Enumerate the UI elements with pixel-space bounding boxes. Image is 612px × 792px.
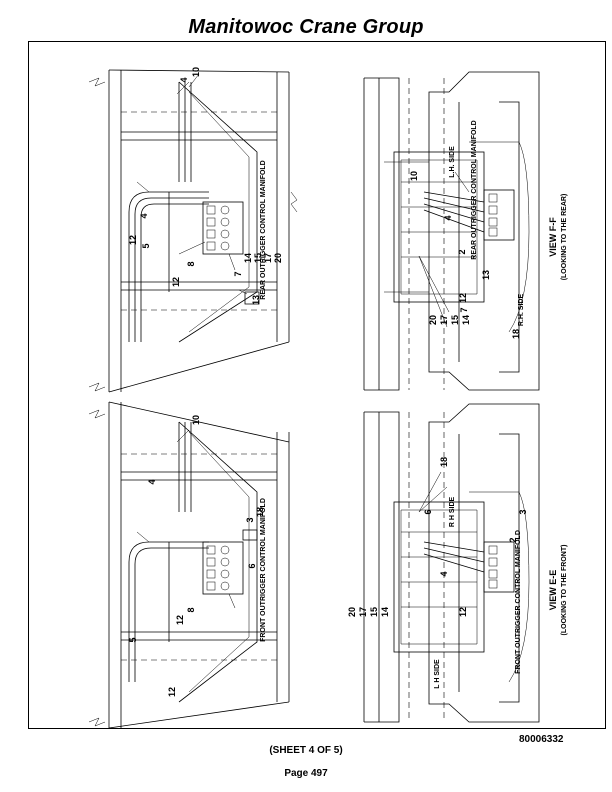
callout-10-ff: 10 [409,171,419,181]
callout-5-rear: 5 [141,243,151,248]
hydraulic-schematic-drawing: 4 10 4 12 5 12 8 7 14 15 17 20 13 REAR O… [88,67,568,728]
front-manifold-label-ee: FRONT OUTRIGGER CONTROL MANIFOLD [515,530,522,674]
callout-10-rear-top: 10 [191,67,201,77]
callout-14-ff: 14 [461,315,471,325]
callout-18-ee: 18 [439,457,449,467]
page-number: Page 497 [284,768,328,779]
document-number: 80006332 [519,734,564,745]
sheet-indicator: (SHEET 4 OF 5) [269,745,343,756]
view-ee [363,403,540,723]
callout-7-ff: 7 [459,307,469,312]
callout-15-ff: 15 [450,315,460,325]
callout-4-front: 4 [147,479,157,484]
rear-manifold-label-ff: REAR OUTRIGGER CONTROL MANIFOLD [471,120,478,259]
callout-4-rear-top: 4 [179,77,189,82]
view-ee-title: VIEW E-E [548,570,558,611]
callout-12-ff: 12 [458,293,468,303]
front-plan-view [88,401,290,728]
lh-side-label-ee: L H SIDE [434,659,441,689]
callout-12-front-b: 12 [167,687,177,697]
callout-20-rear: 20 [273,253,283,263]
callout-7-rear: 7 [233,271,243,276]
callout-3-ee: 3 [518,509,528,514]
callout-14-ee: 14 [380,607,390,617]
callout-20-ee: 20 [347,607,357,617]
rh-side-label-ff: R.H. SIDE [518,294,525,327]
callout-13-rear: 13 [251,295,261,305]
lh-side-label-ff: L.H. SIDE [449,146,456,178]
callout-18-front: 18 [255,507,265,517]
view-ff-subtitle: (LOOKING TO THE REAR) [561,194,568,281]
callout-12-ee: 12 [458,607,468,617]
callout-8-rear: 8 [186,261,196,266]
callout-15-ee: 15 [369,607,379,617]
view-ff-title: VIEW F-F [548,217,558,257]
page-header-title: Manitowoc Crane Group [188,16,424,38]
front-manifold-label: FRONT OUTRIGGER CONTROL MANIFOLD [260,498,267,642]
callout-2-ee: 2 [508,537,518,542]
callout-13-ff: 13 [481,270,491,280]
callout-3-front: 3 [245,517,255,522]
callout-10-front: 10 [191,415,201,425]
callout-8-front: 8 [186,607,196,612]
view-ee-subtitle: (LOOKING TO THE FRONT) [561,545,568,636]
callout-17-ee: 17 [358,607,368,617]
callout-12-rear-a: 12 [128,235,138,245]
callout-14-rear: 14 [243,253,253,263]
rear-manifold-label: REAR OUTRIGGER CONTROL MANIFOLD [260,160,267,299]
callout-4-ff: 4 [443,215,453,220]
callout-2-ff: 2 [457,249,467,254]
view-ff [363,71,540,391]
callout-20-ff: 20 [428,315,438,325]
callout-18-ff: 18 [511,329,521,339]
rh-side-label-ee: R H SIDE [449,497,456,528]
callout-15-rear: 15 [253,253,263,263]
callout-6-front: 6 [247,563,257,568]
drawing-frame [28,41,606,729]
callout-6-ee: 6 [423,509,433,514]
callout-4-rear-mid: 4 [139,213,149,218]
callout-12-rear-b: 12 [171,277,181,287]
callout-12-front-a: 12 [175,615,185,625]
callout-4-ee: 4 [439,571,449,576]
callout-5-front: 5 [128,637,138,642]
callout-17-ff: 17 [439,315,449,325]
callout-17-rear: 17 [263,253,273,263]
rear-plan-view [88,69,298,393]
